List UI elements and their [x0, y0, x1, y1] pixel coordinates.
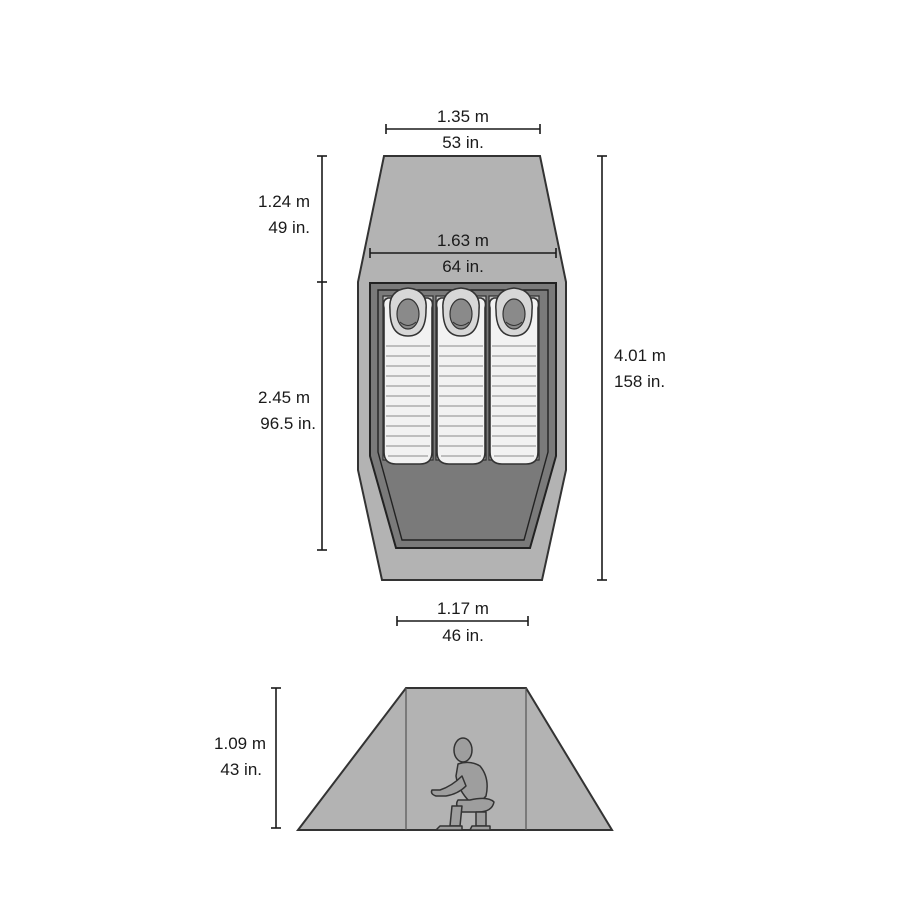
- top-width-metric: 1.35 m: [437, 107, 489, 126]
- total-length-metric: 4.01 m: [614, 346, 666, 365]
- body-length-imperial: 96.5 in.: [260, 414, 316, 433]
- peak-height-metric: 1.09 m: [214, 734, 266, 753]
- top-width-imperial: 53 in.: [442, 133, 484, 152]
- sleeping-bag-icon: [435, 287, 487, 465]
- seated-person-icon: [430, 737, 495, 831]
- middle-width-imperial: 64 in.: [442, 257, 484, 276]
- bottom-width-metric: 1.17 m: [437, 599, 489, 618]
- vestibule-depth-imperial: 49 in.: [268, 218, 310, 237]
- sleeping-bag-icon: [488, 287, 540, 465]
- total-length-imperial: 158 in.: [614, 372, 665, 391]
- peak-height-imperial: 43 in.: [220, 760, 262, 779]
- tent-side-profile: [295, 687, 614, 831]
- body-length-metric: 2.45 m: [258, 388, 310, 407]
- middle-width-metric: 1.63 m: [437, 231, 489, 250]
- bottom-width-imperial: 46 in.: [442, 626, 484, 645]
- sleeping-bag-icon: [382, 287, 434, 465]
- vestibule-depth-metric: 1.24 m: [258, 192, 310, 211]
